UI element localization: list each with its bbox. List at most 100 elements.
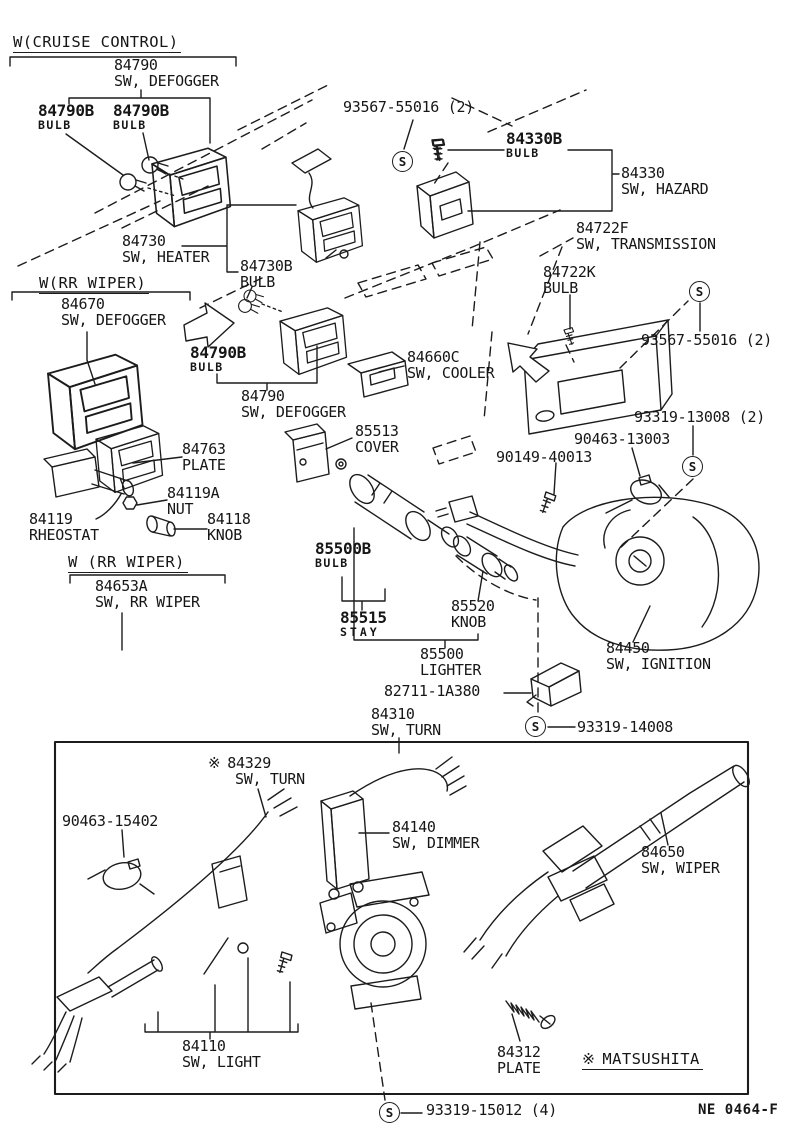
label-90463-15402: 90463-15402 (62, 813, 158, 829)
hazard-switch-sketch (416, 136, 474, 239)
part-desc: BULB (113, 118, 147, 132)
part-desc: LIGHTER (420, 661, 482, 679)
spring-sketch (203, 937, 229, 975)
dashboard-contour-lines (17, 83, 694, 1101)
light-switch-lever-sketch (31, 956, 163, 1073)
part-number: 84722K (543, 263, 596, 281)
part-desc: BULB (38, 118, 72, 132)
part-number: 84790 (241, 387, 285, 405)
part-desc: KNOB (451, 613, 486, 631)
inset-box-border (53, 740, 750, 1096)
defogger-switch-mid-sketch (279, 307, 348, 376)
group-header-rr-wiper-1: W(RR WIPER) (39, 274, 150, 294)
part-desc: SW, WIPER (641, 859, 720, 877)
part-number: 84312 (497, 1043, 541, 1061)
bulb-sketch-mid (243, 289, 265, 304)
part-number: 84140 (392, 818, 436, 836)
part-number: 84110 (182, 1037, 226, 1055)
defogger-switch-cruise-sketch (151, 147, 232, 228)
cable-tie-15402-sketch (87, 858, 155, 895)
part-number: 84730B (240, 257, 293, 275)
part-number: 84650 (641, 843, 685, 861)
part-number: 93567-55016 (2) (641, 331, 772, 349)
part-number: 84790B (190, 343, 246, 362)
plate-84312-spring-sketch (505, 1000, 556, 1030)
part-desc: NUT (167, 500, 194, 518)
callout-lines (9, 56, 701, 1114)
part-number: 84118 (207, 510, 251, 528)
ignition-switch-sketch (603, 509, 665, 586)
screw-light-switch-sketch (270, 948, 295, 975)
lighter-socket-sketch (349, 473, 460, 548)
screw-symbol: S (689, 281, 710, 302)
part-desc: BULB (190, 360, 224, 374)
part-desc: SW, DEFOGGER (61, 311, 166, 329)
combination-switch-body-sketch (319, 871, 430, 1010)
part-number: 85515 (340, 608, 387, 627)
part-number: 84330B (506, 129, 562, 148)
label-93319-14008: 93319-14008 (577, 719, 673, 735)
part-desc: SW, DIMMER (392, 834, 480, 852)
part-desc: BULB (506, 146, 540, 160)
part-desc: SW, RR WIPER (95, 593, 200, 611)
part-number: 93567-55016 (2) (343, 98, 474, 116)
part-desc: SW, HAZARD (621, 180, 709, 198)
part-desc: SW, TRANSMISSION (576, 235, 716, 253)
knob-84118-sketch (146, 515, 176, 537)
screw-symbol: S (392, 151, 413, 172)
bulb-ring-85500b-sketch (335, 458, 347, 470)
part-desc: SW, TURN (371, 721, 441, 739)
part-number: 84670 (61, 295, 105, 313)
part-desc: SW, TURN (235, 770, 305, 788)
drawing-code: NE 0464-F (698, 1102, 779, 1118)
ignition-harness-sketch (435, 495, 579, 567)
heater-switch-sketch (291, 148, 364, 263)
part-desc: COVER (355, 438, 399, 456)
screw-symbol: S (682, 456, 703, 477)
part-desc: SW, IGNITION (606, 655, 711, 673)
part-desc: RHEOSTAT (29, 526, 99, 544)
part-number: 84790 (114, 56, 158, 74)
cover-85513-sketch (284, 423, 330, 483)
lighter-knob-sketch (452, 535, 519, 582)
part-number: 84119A (167, 484, 220, 502)
part-number: 84119 (29, 510, 73, 528)
note-text: MATSUSHITA (602, 1050, 700, 1068)
part-desc: BULB (315, 556, 349, 570)
part-number: 90463-13003 (574, 430, 671, 448)
turn-switch-wire-sketch (87, 788, 298, 974)
part-number: 84310 (371, 705, 415, 723)
cable-tie-13003-sketch (605, 474, 670, 514)
rr-wiper-defogger-switch-sketch (47, 353, 144, 451)
part-number: 85520 (451, 597, 495, 615)
bracket-82711-sketch (526, 662, 582, 707)
direction-arrow-right (183, 302, 235, 348)
dimmer-switch-sketch (320, 756, 467, 900)
part-number: 84790B (113, 101, 169, 120)
